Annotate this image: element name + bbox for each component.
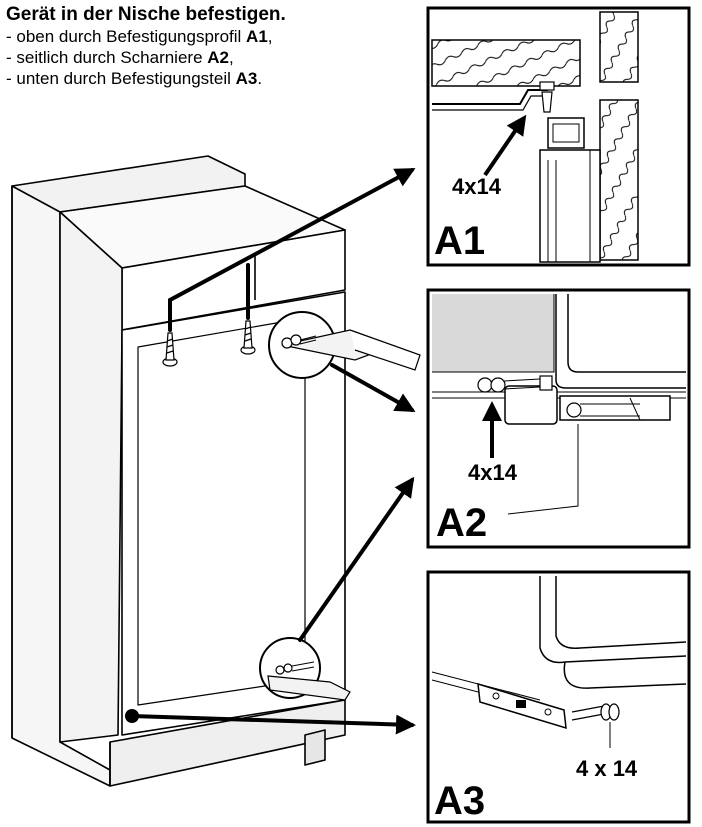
instructions-title: Gerät in der Nische befestigen. [6,4,286,25]
step-bottom: - unten durch Befestigungsteil A3. [6,68,406,89]
detail-a3-label: A3 [434,779,485,823]
arrows [130,168,416,735]
detail-a1-panel [426,6,691,267]
detail-a2-screw-label: 4x14 [468,460,518,485]
step-top-end: , [267,27,273,46]
step-side-end: , [229,48,234,67]
screw-top-left [162,332,178,367]
step-side-ref: A2 [207,48,229,67]
bottom-zoom-circle [259,637,351,701]
arrow-to-a3 [130,714,416,735]
cabinet-niche [11,155,346,787]
screw-top-right [240,320,256,355]
step-top-ref: A1 [246,27,268,46]
instructions: Gerät in der Nische befestigen. - oben d… [6,4,406,89]
arrow-to-a1 [168,168,416,332]
arrow-to-a2 [330,363,416,412]
hinge-zoom-circle [268,311,421,379]
step-top-text: - oben durch Befestigungsprofil [6,27,247,46]
detail-a2-panel [426,288,691,549]
step-top: - oben durch Befestigungsprofil A1, [6,26,406,47]
detail-a1-screw-label: 4x14 [452,174,502,199]
arrow-bottom-to-a2 [298,476,415,642]
step-side-text: - seitlich durch Scharniere [6,48,208,67]
detail-a3-panel [426,570,691,824]
detail-a2-label: A2 [436,501,487,545]
detail-a1-label: A1 [434,219,485,263]
step-bottom-text: - unten durch Befestigungsteil [6,69,236,88]
step-side: - seitlich durch Scharniere A2, [6,47,406,68]
step-bottom-ref: A3 [235,69,258,88]
detail-a3-screw-label: 4 x 14 [576,756,638,781]
step-bottom-end: . [257,69,263,88]
